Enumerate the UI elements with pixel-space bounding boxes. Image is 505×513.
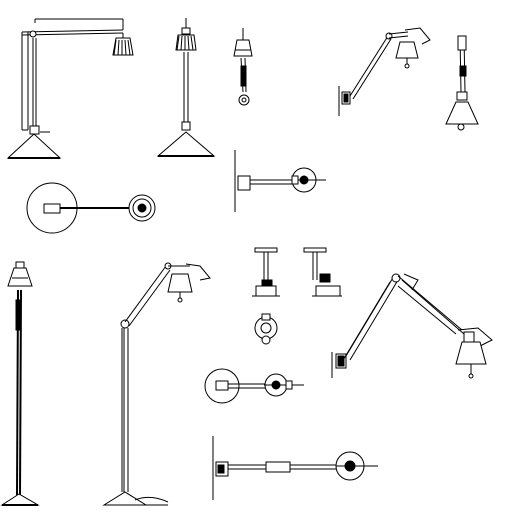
clamp-lamp-a [252,247,280,297]
tall-boom-floor-lamp [6,18,134,159]
clamp-lamp-b [303,247,342,297]
floor-lamp-plan [204,368,304,404]
tall-floor-lamp-left [0,261,40,506]
wall-arm-lamp-plan [234,150,326,212]
long-wall-arm-lamp-plan [212,436,378,500]
straight-floor-lamp [156,18,216,157]
clamp-lamp-plan [254,313,278,345]
small-pendant-lamp [233,28,253,106]
wall-arm-lamp-top-right [338,27,431,116]
large-wall-arm-lamp [331,273,493,379]
articulated-floor-lamp [102,262,211,506]
round-base-lamp-plan [26,182,156,234]
tilted-pendant-lamp [445,35,479,131]
